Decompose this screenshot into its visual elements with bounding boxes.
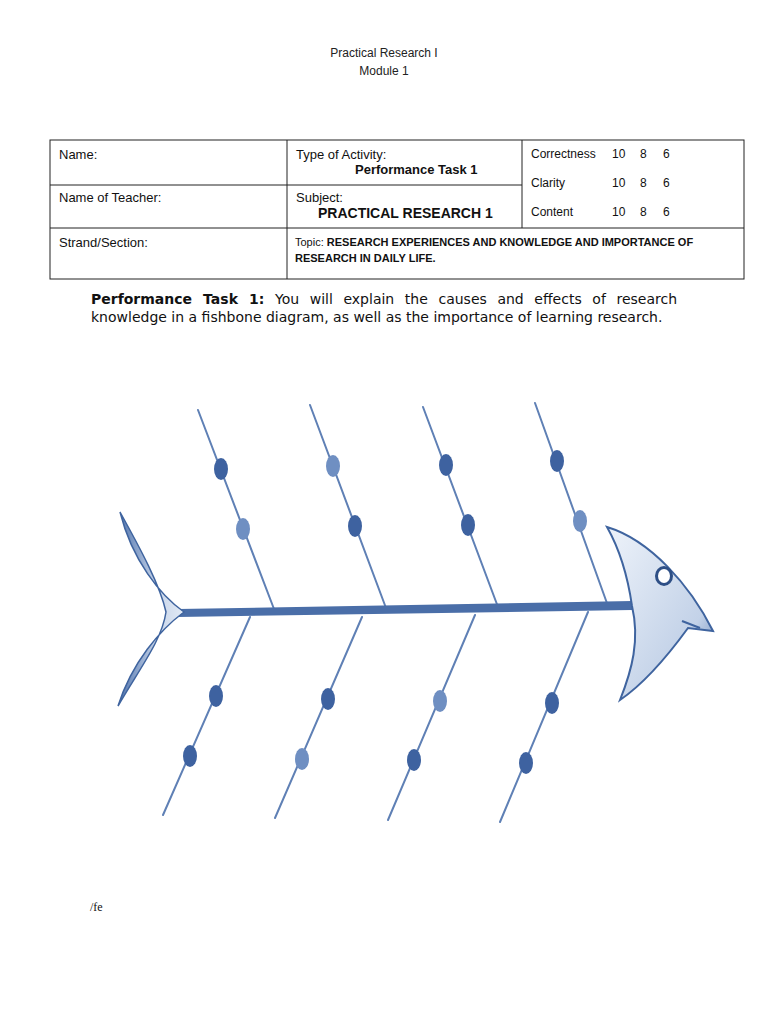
instruction-paragraph: Performance Task 1: You will explain the… <box>91 290 677 326</box>
score-number: 10 <box>612 147 625 161</box>
table-label: Name: <box>59 147 97 163</box>
info-table <box>50 140 744 279</box>
criteria-label: Clarity <box>531 176 565 190</box>
activity-value: Performance Task 1 <box>355 162 478 178</box>
fishbone-diagram <box>118 403 713 822</box>
score-number: 6 <box>663 205 670 219</box>
task-heading: Performance Task 1: <box>91 291 264 307</box>
score-number: 6 <box>663 176 670 190</box>
topic-label: Topic: <box>295 236 324 248</box>
table-label: Strand/Section: <box>59 235 148 251</box>
table-label: Type of Activity: <box>296 147 386 163</box>
table-label: Name of Teacher: <box>59 190 161 206</box>
criteria-label: Correctness <box>531 147 596 161</box>
score-number: 8 <box>640 176 647 190</box>
score-number: 8 <box>640 205 647 219</box>
score-number: 10 <box>612 176 625 190</box>
score-number: 10 <box>612 205 625 219</box>
table-label: Subject: <box>296 190 343 206</box>
module-label: Module 1 <box>0 64 768 78</box>
criteria-label: Content <box>531 205 573 219</box>
footer-note: /fe <box>90 900 103 914</box>
score-number: 8 <box>640 147 647 161</box>
page-title: Practical Research I <box>0 46 768 60</box>
topic-text: RESEARCH EXPERIENCES AND KNOWLEDGE AND I… <box>295 236 693 264</box>
score-number: 6 <box>663 147 670 161</box>
subject-value: PRACTICAL RESEARCH 1 <box>318 205 493 222</box>
topic-cell: Topic: RESEARCH EXPERIENCES AND KNOWLEDG… <box>295 235 735 267</box>
